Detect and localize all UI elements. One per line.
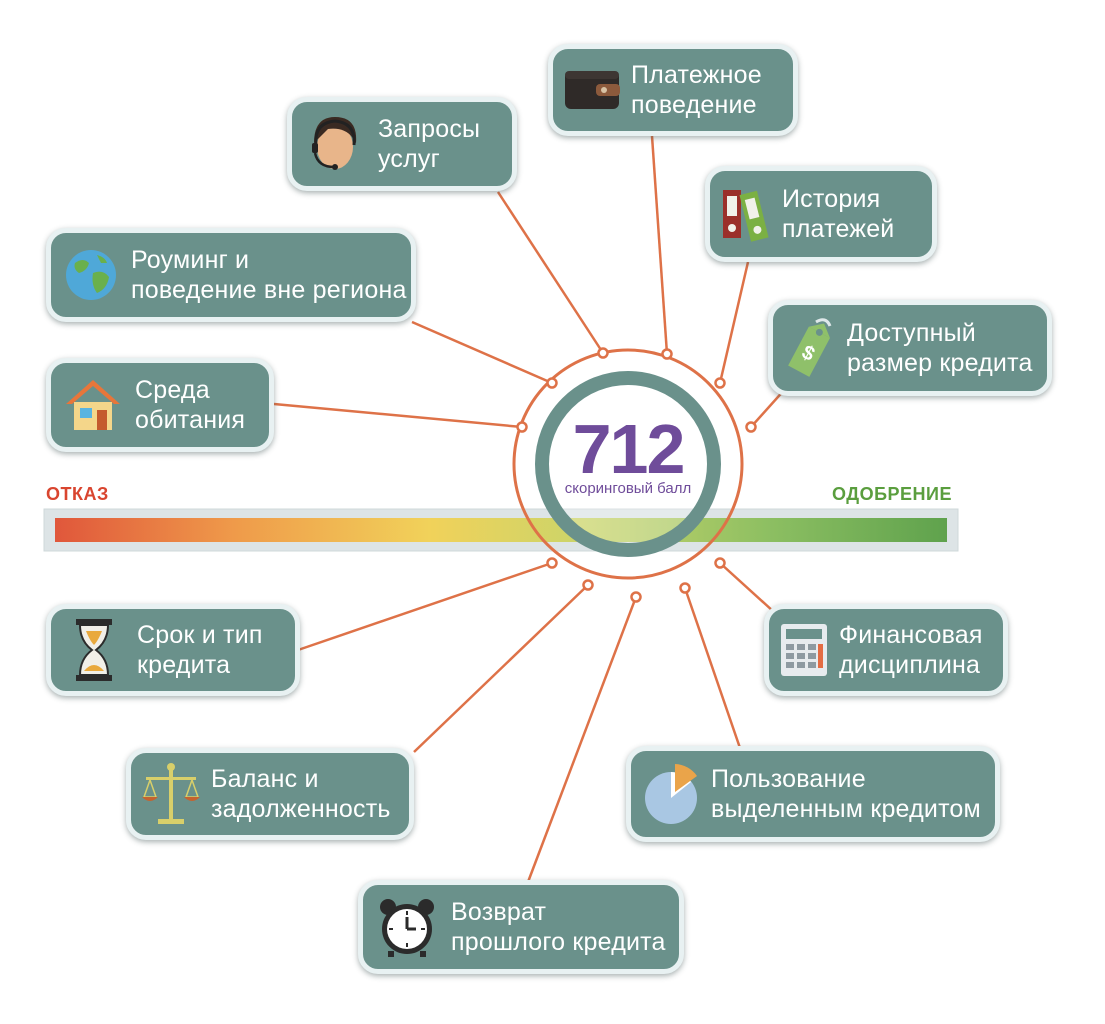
ring-node-credit-usage (679, 582, 691, 594)
hourglass-icon (51, 617, 137, 683)
connector-financial-discipline (719, 562, 775, 613)
calculator-icon (769, 622, 839, 678)
connector-service-requests (496, 191, 605, 354)
call-center-operator-icon (292, 109, 378, 179)
score-value: 712 (572, 410, 686, 488)
ring-node-payment-behavior (661, 348, 673, 360)
price-tag-icon: $ (773, 316, 847, 380)
pie-chart-icon (631, 762, 711, 826)
ring-node-roaming (546, 377, 558, 389)
connector-previous-repayment (526, 596, 638, 883)
connector-balance-debt (413, 584, 589, 753)
ring-node-living-environment (516, 421, 528, 433)
scale-right-label: ОДОБРЕНИЕ (832, 484, 952, 504)
ring-node-term-type (546, 557, 558, 569)
connector-roaming (411, 320, 553, 385)
ring-node-payment-history (714, 377, 726, 389)
ring-node-previous-repayment (630, 591, 642, 603)
score-lens (535, 371, 721, 557)
ring-node-service-requests (597, 347, 609, 359)
connector-term-type (297, 561, 553, 652)
ring-node-available-credit (745, 421, 757, 433)
ring-node-balance-debt (582, 579, 594, 591)
connector-payment-history (718, 261, 750, 384)
house-icon (51, 376, 135, 434)
alarm-clock-icon (363, 895, 451, 959)
ring-node-financial-discipline (714, 557, 726, 569)
outer-ring (512, 348, 744, 580)
wallet-icon (553, 67, 631, 113)
connector-payment-behavior (650, 135, 669, 355)
binders-icon (710, 186, 782, 242)
scale-left-label: ОТКАЗ (46, 484, 109, 504)
globe-icon (51, 247, 131, 303)
scale-bar-gradient (55, 518, 947, 542)
connector-credit-usage (683, 587, 742, 749)
scales-icon (131, 761, 211, 827)
score-caption: скоринговый балл (564, 480, 692, 497)
connector-living-environment (273, 402, 523, 429)
